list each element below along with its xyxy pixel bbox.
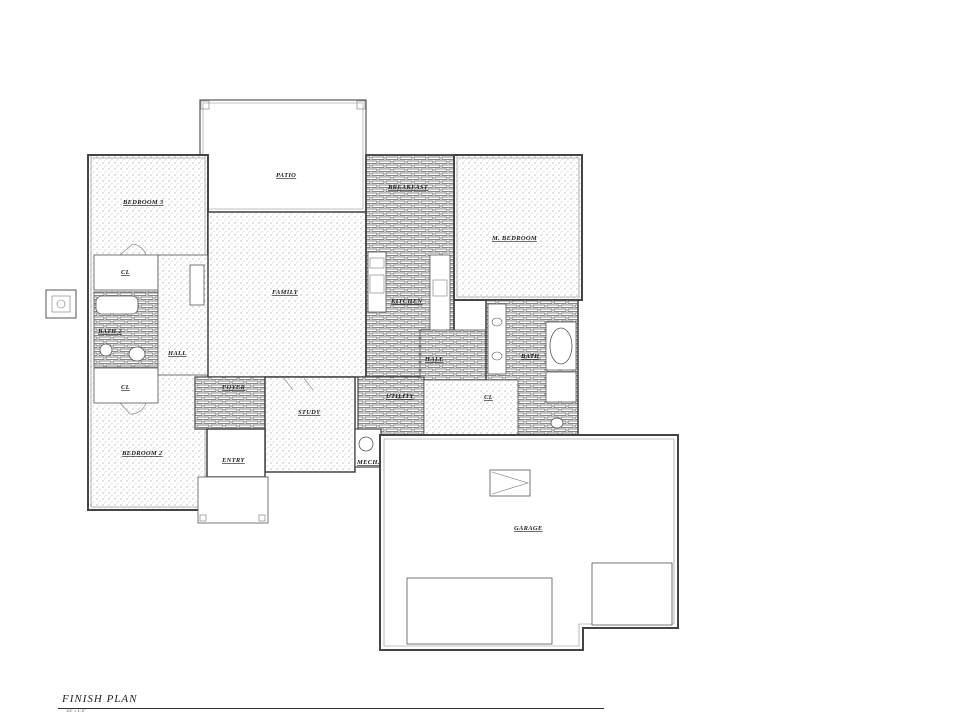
label-mech: MECH. — [356, 459, 380, 466]
master-bedroom — [453, 154, 583, 301]
exterior-window-unit — [45, 289, 77, 319]
label-bath-2: BATH 2 — [97, 328, 122, 335]
plan-title: FINISH PLAN — [62, 693, 138, 705]
label-hall-2: HALL — [424, 356, 444, 363]
study — [264, 376, 356, 473]
label-utility: UTILITY — [386, 393, 414, 400]
title-underline — [58, 708, 604, 709]
label-kitchen: KITCHEN — [390, 298, 422, 305]
hall-corridor — [157, 254, 209, 376]
label-entry: ENTRY — [221, 457, 245, 464]
label-breakfast: BREAKFAST — [387, 184, 429, 191]
entry — [197, 428, 269, 524]
label-bedroom-3: BEDROOM 3 — [122, 199, 164, 206]
label-study: STUDY — [298, 409, 321, 416]
label-bedroom-2: BEDROOM 2 — [121, 450, 163, 457]
label-bath: BATH — [520, 353, 540, 360]
label-garage: GARAGE — [514, 525, 543, 532]
label-closet-lower: CL — [121, 384, 130, 391]
label-hall: HALL — [167, 350, 187, 357]
plan-scale: 1/4" = 1'-0" — [66, 708, 86, 713]
garage — [379, 434, 679, 651]
master-closet — [423, 379, 519, 436]
label-m-bedroom: M. BEDROOM — [491, 235, 537, 242]
label-closet-master: CL — [484, 394, 493, 401]
label-closet-upper: CL — [121, 269, 130, 276]
utility-room — [357, 376, 425, 436]
label-foyer: FOYER — [222, 384, 246, 391]
foyer — [194, 376, 266, 430]
label-family: FAMILY — [272, 289, 299, 296]
patio — [199, 99, 367, 213]
label-patio: PATIO — [276, 172, 296, 179]
mech-room — [354, 428, 382, 468]
